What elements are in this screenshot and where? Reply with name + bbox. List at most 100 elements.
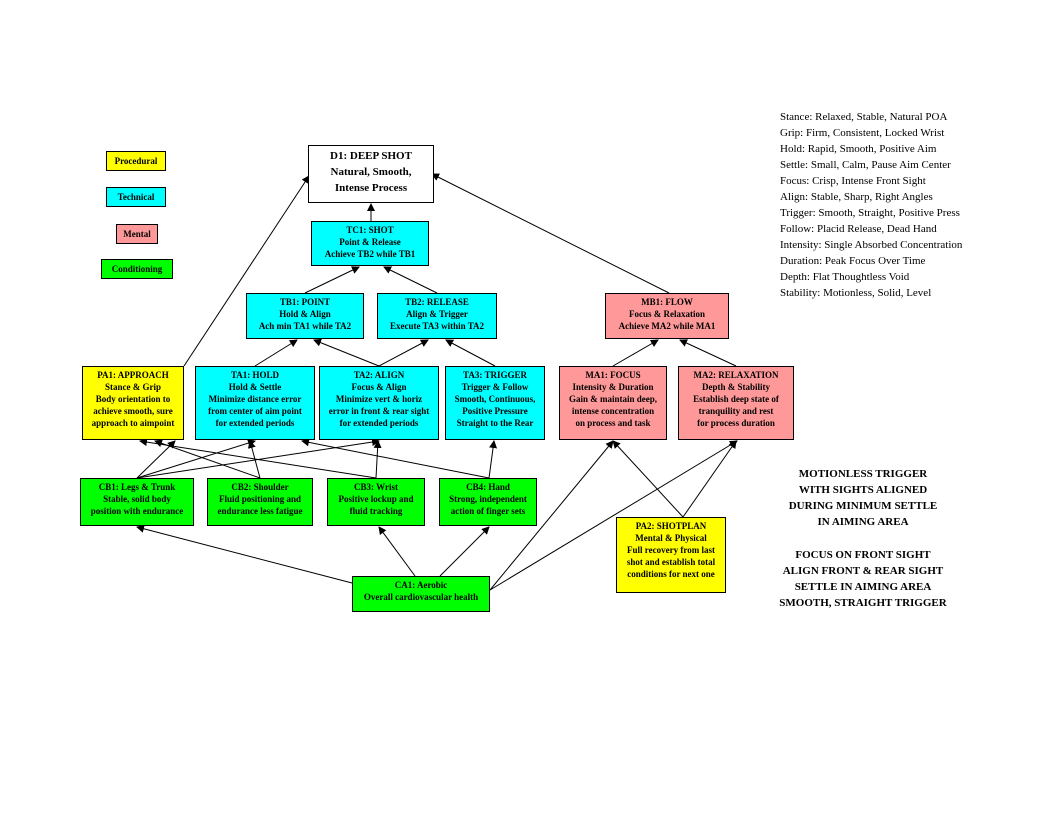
- node-cb4: CB4: Hand Strong, independent action of …: [439, 478, 537, 526]
- node-ta1-line: Hold & Settle: [228, 382, 282, 392]
- node-pa1-line: Body orientation to: [95, 394, 171, 404]
- node-ta2: TA2: ALIGN Focus & Align Minimize vert &…: [319, 366, 439, 440]
- node-ta3-line: Smooth, Continuous,: [454, 394, 536, 404]
- connector-arrow: [313, 338, 380, 367]
- connector-arrow: [383, 266, 438, 294]
- definitions-list: Stance: Relaxed, Stable, Natural POA Gri…: [780, 109, 962, 301]
- node-cb3: CB3: Wrist Positive lockup and fluid tra…: [327, 478, 425, 526]
- node-pa2-line: shot and establish total: [626, 557, 716, 567]
- node-pa1: PA1: APPROACH Stance & Grip Body orienta…: [82, 366, 184, 440]
- definition-item: Follow: Placid Release, Dead Hand: [780, 223, 937, 235]
- node-ta2-line: error in front & rear sight: [328, 406, 430, 416]
- connector-arrow: [183, 175, 310, 367]
- node-cb1: CB1: Legs & Trunk Stable, solid body pos…: [80, 478, 194, 526]
- node-ma2-line: MA2: RELAXATION: [693, 370, 779, 380]
- summary-line: FOCUS ON FRONT SIGHT: [795, 549, 931, 561]
- node-ta3-line: Straight to the Rear: [456, 418, 534, 428]
- connector-arrow: [489, 440, 738, 591]
- node-tb2-line: Execute TA3 within TA2: [389, 321, 485, 331]
- summary-line: WITH SIGHTS ALIGNED: [798, 484, 928, 496]
- node-ca1-line: CA1: Aerobic: [394, 580, 448, 590]
- node-ta2-line: TA2: ALIGN: [353, 370, 405, 380]
- node-pa1-line: approach to aimpoint: [91, 418, 175, 428]
- node-mb1-line: Focus & Relaxation: [629, 309, 705, 319]
- definition-item: Stability: Motionless, Solid, Level: [780, 287, 932, 299]
- connector-arrow: [445, 339, 496, 367]
- node-tc1-line: Achieve TB2 while TB1: [324, 249, 416, 259]
- legend-conditioning: Conditioning: [101, 259, 173, 279]
- node-ma2-line: for process duration: [697, 418, 775, 428]
- summary-line: IN AIMING AREA: [817, 516, 909, 528]
- connector-arrow: [431, 173, 670, 294]
- connector-arrow: [612, 440, 684, 518]
- node-d1: D1: DEEP SHOT Natural, Smooth, Intense P…: [308, 145, 434, 203]
- connector-arrow: [489, 440, 614, 591]
- node-d1-line: D1: DEEP SHOT: [330, 150, 412, 162]
- node-ma2: MA2: RELAXATION Depth & Stability Establ…: [678, 366, 794, 440]
- node-cb1-line: CB1: Legs & Trunk: [98, 482, 176, 492]
- connector-arrow: [154, 439, 261, 479]
- node-cb2-line: endurance less fatigue: [217, 506, 303, 516]
- node-ta1-line: from center of aim point: [208, 406, 302, 416]
- node-ta3-line: TA3: TRIGGER: [463, 370, 527, 380]
- node-tc1-line: Point & Release: [339, 237, 401, 247]
- node-d1-line: Natural, Smooth,: [330, 166, 412, 178]
- node-pa2-line: conditions for next one: [627, 569, 715, 579]
- node-tc1-line: TC1: SHOT: [346, 225, 394, 235]
- node-cb4-line: action of finger sets: [450, 506, 526, 516]
- node-pa2-line: PA2: SHOTPLAN: [635, 521, 707, 531]
- node-ta2-line: Minimize vert & horiz: [335, 394, 423, 404]
- node-ma2-line: tranquility and rest: [698, 406, 774, 416]
- node-ta3-line: Trigger & Follow: [461, 382, 529, 392]
- node-ta2-line: for extended periods: [339, 418, 419, 428]
- node-ta1: TA1: HOLD Hold & Settle Minimize distanc…: [195, 366, 315, 440]
- connector-arrow: [682, 440, 737, 518]
- node-cb1-line: position with endurance: [90, 506, 184, 516]
- definition-item: Hold: Rapid, Smooth, Positive Aim: [780, 143, 937, 155]
- node-cb3-line: Positive lockup and: [338, 494, 414, 504]
- node-ma1-line: Intensity & Duration: [572, 382, 654, 392]
- connector-arrow: [254, 339, 298, 367]
- definition-item: Trigger: Smooth, Straight, Positive Pres…: [780, 207, 960, 219]
- node-ma2-line: Depth & Stability: [701, 382, 770, 392]
- node-ma1-line: on process and task: [575, 418, 651, 428]
- connector-arrow: [136, 524, 353, 584]
- legend-mental: Mental: [116, 224, 158, 244]
- connector-arrow: [488, 440, 498, 479]
- node-ma1: MA1: FOCUS Intensity & Duration Gain & m…: [559, 366, 667, 440]
- summary-line: ALIGN FRONT & REAR SIGHT: [782, 565, 944, 577]
- summary-line: DURING MINIMUM SETTLE: [788, 500, 938, 512]
- summary-line: MOTIONLESS TRIGGER: [798, 468, 928, 480]
- node-d1-line: Intense Process: [334, 182, 408, 194]
- definition-item: Align: Stable, Sharp, Right Angles: [780, 191, 933, 203]
- node-cb2-line: CB2: Shoulder: [231, 482, 289, 492]
- summary-block-2: FOCUS ON FRONT SIGHT ALIGN FRONT & REAR …: [748, 547, 978, 611]
- node-tb1-line: Hold & Align: [279, 309, 331, 319]
- connector-arrow: [301, 438, 490, 479]
- node-ta2-line: Focus & Align: [351, 382, 407, 392]
- node-cb3-line: fluid tracking: [349, 506, 403, 516]
- node-pa1-line: PA1: APPROACH: [97, 370, 169, 380]
- legend-procedural: Procedural: [106, 151, 166, 171]
- node-ta1-line: Minimize distance error: [208, 394, 302, 404]
- summary-line: SETTLE IN AIMING AREA: [794, 581, 932, 593]
- definition-item: Settle: Small, Calm, Pause Aim Center: [780, 159, 951, 171]
- node-cb4-line: Strong, independent: [449, 494, 527, 504]
- definition-item: Depth: Flat Thoughtless Void: [780, 271, 910, 283]
- summary-line: SMOOTH, STRAIGHT TRIGGER: [779, 597, 947, 609]
- node-pa2: PA2: SHOTPLAN Mental & Physical Full rec…: [616, 517, 726, 593]
- node-cb4-line: CB4: Hand: [466, 482, 510, 492]
- node-tb2: TB2: RELEASE Align & Trigger Execute TA3…: [377, 293, 497, 339]
- node-pa2-line: Full recovery from last: [627, 545, 715, 555]
- node-ma1-line: MA1: FOCUS: [585, 370, 641, 380]
- node-mb1-line: MB1: FLOW: [641, 297, 693, 307]
- summary-block-1: MOTIONLESS TRIGGER WITH SIGHTS ALIGNED D…: [748, 466, 978, 530]
- connector-arrow: [304, 266, 360, 294]
- connector-arrow: [136, 439, 256, 479]
- node-ma1-line: intense concentration: [571, 406, 655, 416]
- node-cb2-line: Fluid positioning and: [218, 494, 302, 504]
- definition-item: Focus: Crisp, Intense Front Sight: [780, 175, 926, 187]
- node-ta1-line: for extended periods: [215, 418, 295, 428]
